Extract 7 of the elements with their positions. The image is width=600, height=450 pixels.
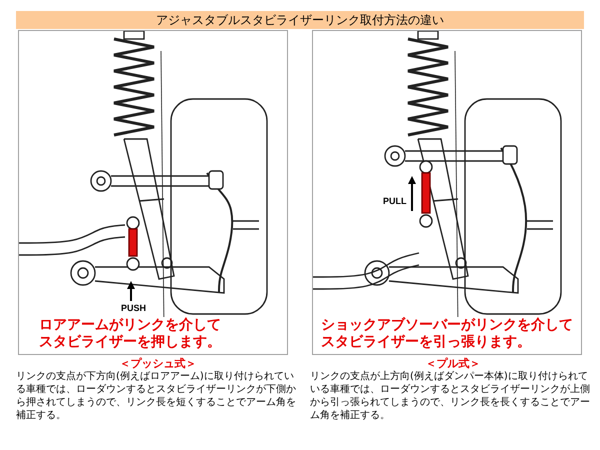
direction-label: PUSH <box>121 303 146 313</box>
method-heading: ＜プル式＞ <box>424 356 482 371</box>
direction-label: PULL <box>383 196 406 206</box>
description-text: リンクの支点が下方向(例えばロアアーム)に取り付けられている車種では、ローダウンするとスタビライザーリンクが下側から押されてしまうので、リンク長を短くすることでアーム角を補正する。 <box>16 370 297 422</box>
method-heading: ＜プッシュ式＞ <box>118 356 198 371</box>
description-text: リンクの支点が上方向(例えばダンパー本体)に取り付けられている車種では、ローダウンするとスタビライザーリンクが上側から引っ張られてしまうので、リンク長を長くすることでアーム角を補正する。 <box>310 370 591 422</box>
title-banner: アジャスタブルスタビライザーリンク取付方法の違い <box>16 11 584 29</box>
